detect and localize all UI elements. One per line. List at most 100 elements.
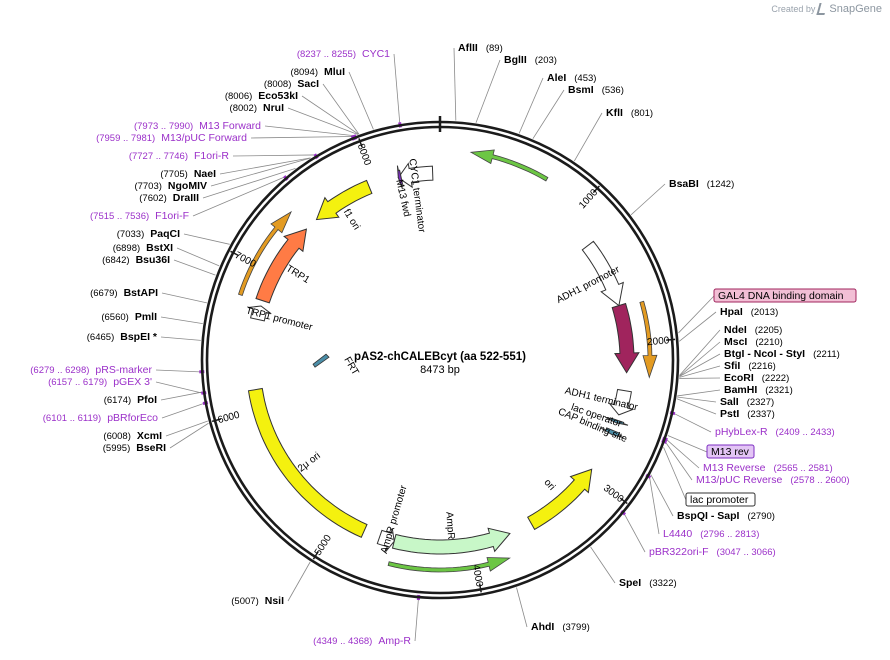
label-position: (6898)	[113, 243, 140, 254]
feature-trp1-promoter[interactable]	[247, 305, 272, 322]
enzyme-label[interactable]: (6898)BstXI	[113, 242, 173, 254]
leader-line	[169, 422, 209, 449]
feature-cap-binding-site[interactable]	[600, 427, 624, 439]
label-name: BspQI - SapI	[677, 510, 740, 522]
label-name: pBR322ori-F	[649, 546, 709, 558]
label-name: Amp-R	[378, 635, 411, 647]
label-position: (6174)	[104, 395, 131, 406]
primer-label[interactable]: (7973 .. 7990)M13 Forward	[134, 120, 261, 132]
enzyme-label[interactable]: (6174)PfoI	[104, 394, 157, 406]
enzyme-label[interactable]: (8094)MluI	[291, 66, 346, 78]
label-position: (8094)	[291, 67, 318, 78]
feature-adh1-promoter[interactable]	[581, 240, 624, 307]
enzyme-label[interactable]: BamHI(2321)	[724, 384, 793, 396]
enzyme-label[interactable]: HpaI(2013)	[720, 306, 778, 318]
enzyme-label[interactable]: (7033)PaqCI	[117, 228, 180, 240]
primer-label[interactable]: M13/pUC Reverse(2578 .. 2600)	[696, 474, 850, 486]
primer-label[interactable]: pHybLex-R(2409 .. 2433)	[715, 426, 835, 438]
label-position: (6101 .. 6119)	[43, 413, 101, 424]
enzyme-label[interactable]: (6008)XcmI	[103, 430, 162, 442]
enzyme-label[interactable]: (8006)Eco53kI	[225, 90, 298, 102]
label-name: NgoMIV	[168, 180, 207, 192]
primer-label[interactable]: (7727 .. 7746)F1ori-R	[129, 150, 230, 162]
feature-lac-operator[interactable]	[605, 416, 629, 426]
primer-label[interactable]: (6157 .. 6179)pGEX 3'	[48, 376, 152, 388]
feature-ampr-promoter[interactable]	[376, 528, 395, 552]
label-position: (89)	[486, 43, 503, 54]
enzyme-label[interactable]: (5995)BseRI	[103, 442, 166, 454]
enzyme-label[interactable]: PstI(2337)	[720, 408, 775, 420]
feature-2-ori[interactable]	[247, 387, 368, 538]
tick-mark	[230, 250, 239, 257]
feature-ori[interactable]	[527, 468, 593, 531]
label-name: HpaI	[720, 306, 743, 318]
leader-line	[348, 71, 374, 130]
primer-label[interactable]: (6279 .. 6298)pRS-marker	[30, 364, 152, 376]
boxed-label[interactable]: GAL4 DNA binding domain	[718, 290, 844, 302]
enzyme-label[interactable]: BsmI(536)	[568, 84, 624, 96]
primer-label[interactable]: M13 Reverse(2565 .. 2581)	[703, 462, 833, 474]
enzyme-label[interactable]: EcoRI(2222)	[724, 372, 789, 384]
primer-label[interactable]: (7515 .. 7536)F1ori-F	[90, 210, 189, 222]
primer-label[interactable]: pBR322ori-F(3047 .. 3066)	[649, 546, 776, 558]
feature-label: f1 ori	[341, 207, 362, 232]
label-name: M13 Reverse	[703, 462, 766, 474]
label-position: (7515 .. 7536)	[90, 211, 149, 222]
enzyme-label[interactable]: SpeI(3322)	[619, 577, 677, 589]
leader-line	[414, 598, 419, 642]
translation-arc	[387, 557, 511, 573]
label-name: SfiI	[724, 360, 740, 372]
label-position: (536)	[602, 85, 624, 96]
primer-label[interactable]: (6101 .. 6119)pBRforEco	[43, 412, 158, 424]
frt-site[interactable]	[312, 353, 330, 368]
label-position: (1242)	[707, 179, 734, 190]
enzyme-label[interactable]: (5007)NsiI	[231, 595, 284, 607]
enzyme-label[interactable]: AflII(89)	[458, 42, 503, 54]
label-name: EcoRI	[724, 372, 754, 384]
tick-label: 2000	[647, 335, 671, 348]
boxed-label[interactable]: M13 rev	[711, 446, 750, 458]
enzyme-label[interactable]: (6560)PmlI	[101, 311, 157, 323]
feature-m13-fwd[interactable]	[396, 165, 404, 190]
enzyme-label[interactable]: MscI(2210)	[724, 336, 783, 348]
enzyme-label[interactable]: (7705)NaeI	[160, 168, 216, 180]
feature-adh1-terminator[interactable]	[608, 388, 635, 416]
enzyme-label[interactable]: AhdI(3799)	[531, 621, 590, 633]
enzyme-label[interactable]: SfiI(2216)	[724, 360, 776, 372]
leader-line	[161, 292, 207, 304]
enzyme-label[interactable]: KflI(801)	[606, 107, 653, 119]
enzyme-label[interactable]: (8008)SacI	[264, 78, 319, 90]
enzyme-label[interactable]: (7703)NgoMIV	[134, 180, 207, 192]
feature-cyc1-terminator[interactable]	[397, 162, 434, 189]
enzyme-label[interactable]: (6842)Bsu36I	[102, 254, 170, 266]
leader-line	[649, 476, 660, 535]
label-name: CYC1	[362, 48, 390, 60]
primer-label[interactable]: L4440(2796 .. 2813)	[663, 528, 759, 540]
enzyme-label[interactable]: SalI(2327)	[720, 396, 774, 408]
enzyme-label[interactable]: (6679)BstAPI	[90, 287, 158, 299]
tick-label: 3000	[601, 483, 626, 506]
feature-trp1[interactable]	[255, 228, 308, 304]
enzyme-label[interactable]: AleI(453)	[547, 72, 596, 84]
enzyme-label[interactable]: BtgI - NcoI - StyI(2211)	[724, 348, 840, 360]
enzyme-label[interactable]: (8002)NruI	[230, 102, 285, 114]
enzyme-label[interactable]: NdeI(2205)	[724, 324, 782, 336]
feature-f1-ori[interactable]	[315, 179, 373, 221]
enzyme-label[interactable]: (6465)BspEI *	[87, 331, 158, 343]
primer-label[interactable]: (7959 .. 7981)M13/pUC Forward	[96, 132, 247, 144]
leader-line	[679, 311, 717, 342]
tick-mark	[211, 418, 222, 423]
enzyme-label[interactable]: (7602)DraIII	[139, 192, 199, 204]
leader-line	[176, 247, 220, 267]
boxed-label[interactable]: lac promoter	[690, 494, 749, 506]
primer-label[interactable]: (8237 .. 8255)CYC1	[297, 48, 390, 60]
enzyme-label[interactable]: BspQI - SapI(2790)	[677, 510, 775, 522]
leader-line	[676, 398, 717, 415]
enzyme-label[interactable]: BsaBI(1242)	[669, 178, 734, 190]
label-name: AhdI	[531, 621, 554, 633]
primer-label[interactable]: (4349 .. 4368)Amp-R	[313, 635, 411, 647]
feature-gal4-dbd[interactable]	[611, 302, 640, 374]
enzyme-label[interactable]: BglII(203)	[504, 54, 557, 66]
leader-line	[667, 435, 708, 453]
label-position: (2210)	[755, 337, 782, 348]
